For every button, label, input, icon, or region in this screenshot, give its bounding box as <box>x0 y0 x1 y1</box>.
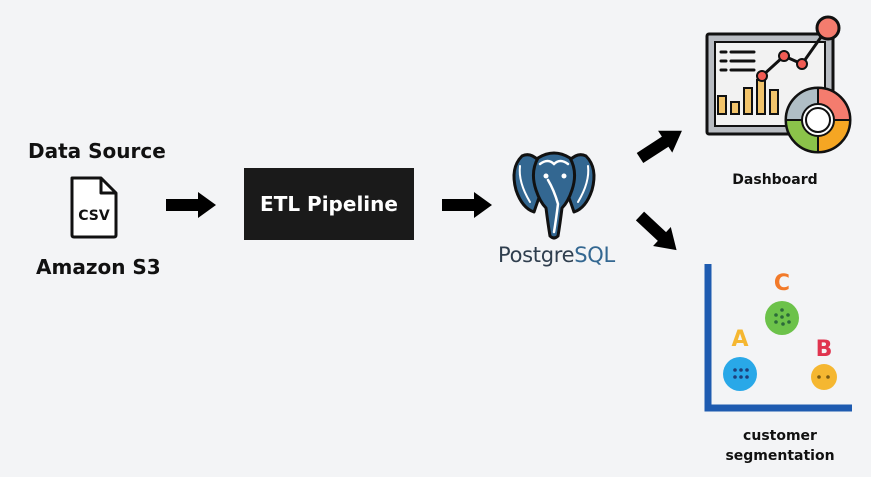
arrow-etl-to-postgres <box>442 192 494 222</box>
postgresql-text-main: Postgre <box>498 243 575 267</box>
etl-pipeline-box: ETL Pipeline <box>244 168 414 240</box>
segmentation-label: customer segmentation <box>715 426 845 466</box>
cluster-a-dot <box>723 357 757 391</box>
csv-file-text: CSV <box>78 208 110 224</box>
dashboard-icon <box>704 14 854 160</box>
arrow-source-to-etl <box>166 192 218 222</box>
csv-file-icon: CSV <box>68 175 120 239</box>
arrow-postgres-to-dashboard <box>636 120 692 168</box>
data-source-title: Data Source <box>28 139 166 163</box>
segmentation-label-line1: customer <box>743 428 817 444</box>
cluster-label-a: A <box>731 327 748 352</box>
amazon-s3-label: Amazon S3 <box>36 255 161 279</box>
dashboard-label: Dashboard <box>732 172 818 188</box>
postgresql-text-accent: SQL <box>574 243 615 267</box>
postgresql-elephant-icon <box>508 146 600 242</box>
etl-pipeline-label: ETL Pipeline <box>260 192 398 216</box>
arrow-postgres-to-segmentation <box>635 210 688 266</box>
cluster-chart-icon: A C B <box>700 262 856 412</box>
cluster-label-b: B <box>816 337 833 362</box>
cluster-label-c: C <box>774 271 790 296</box>
segmentation-label-line2: segmentation <box>725 448 835 464</box>
cluster-b-dot <box>811 364 837 390</box>
postgresql-logo-text: PostgreSQL <box>498 243 615 267</box>
